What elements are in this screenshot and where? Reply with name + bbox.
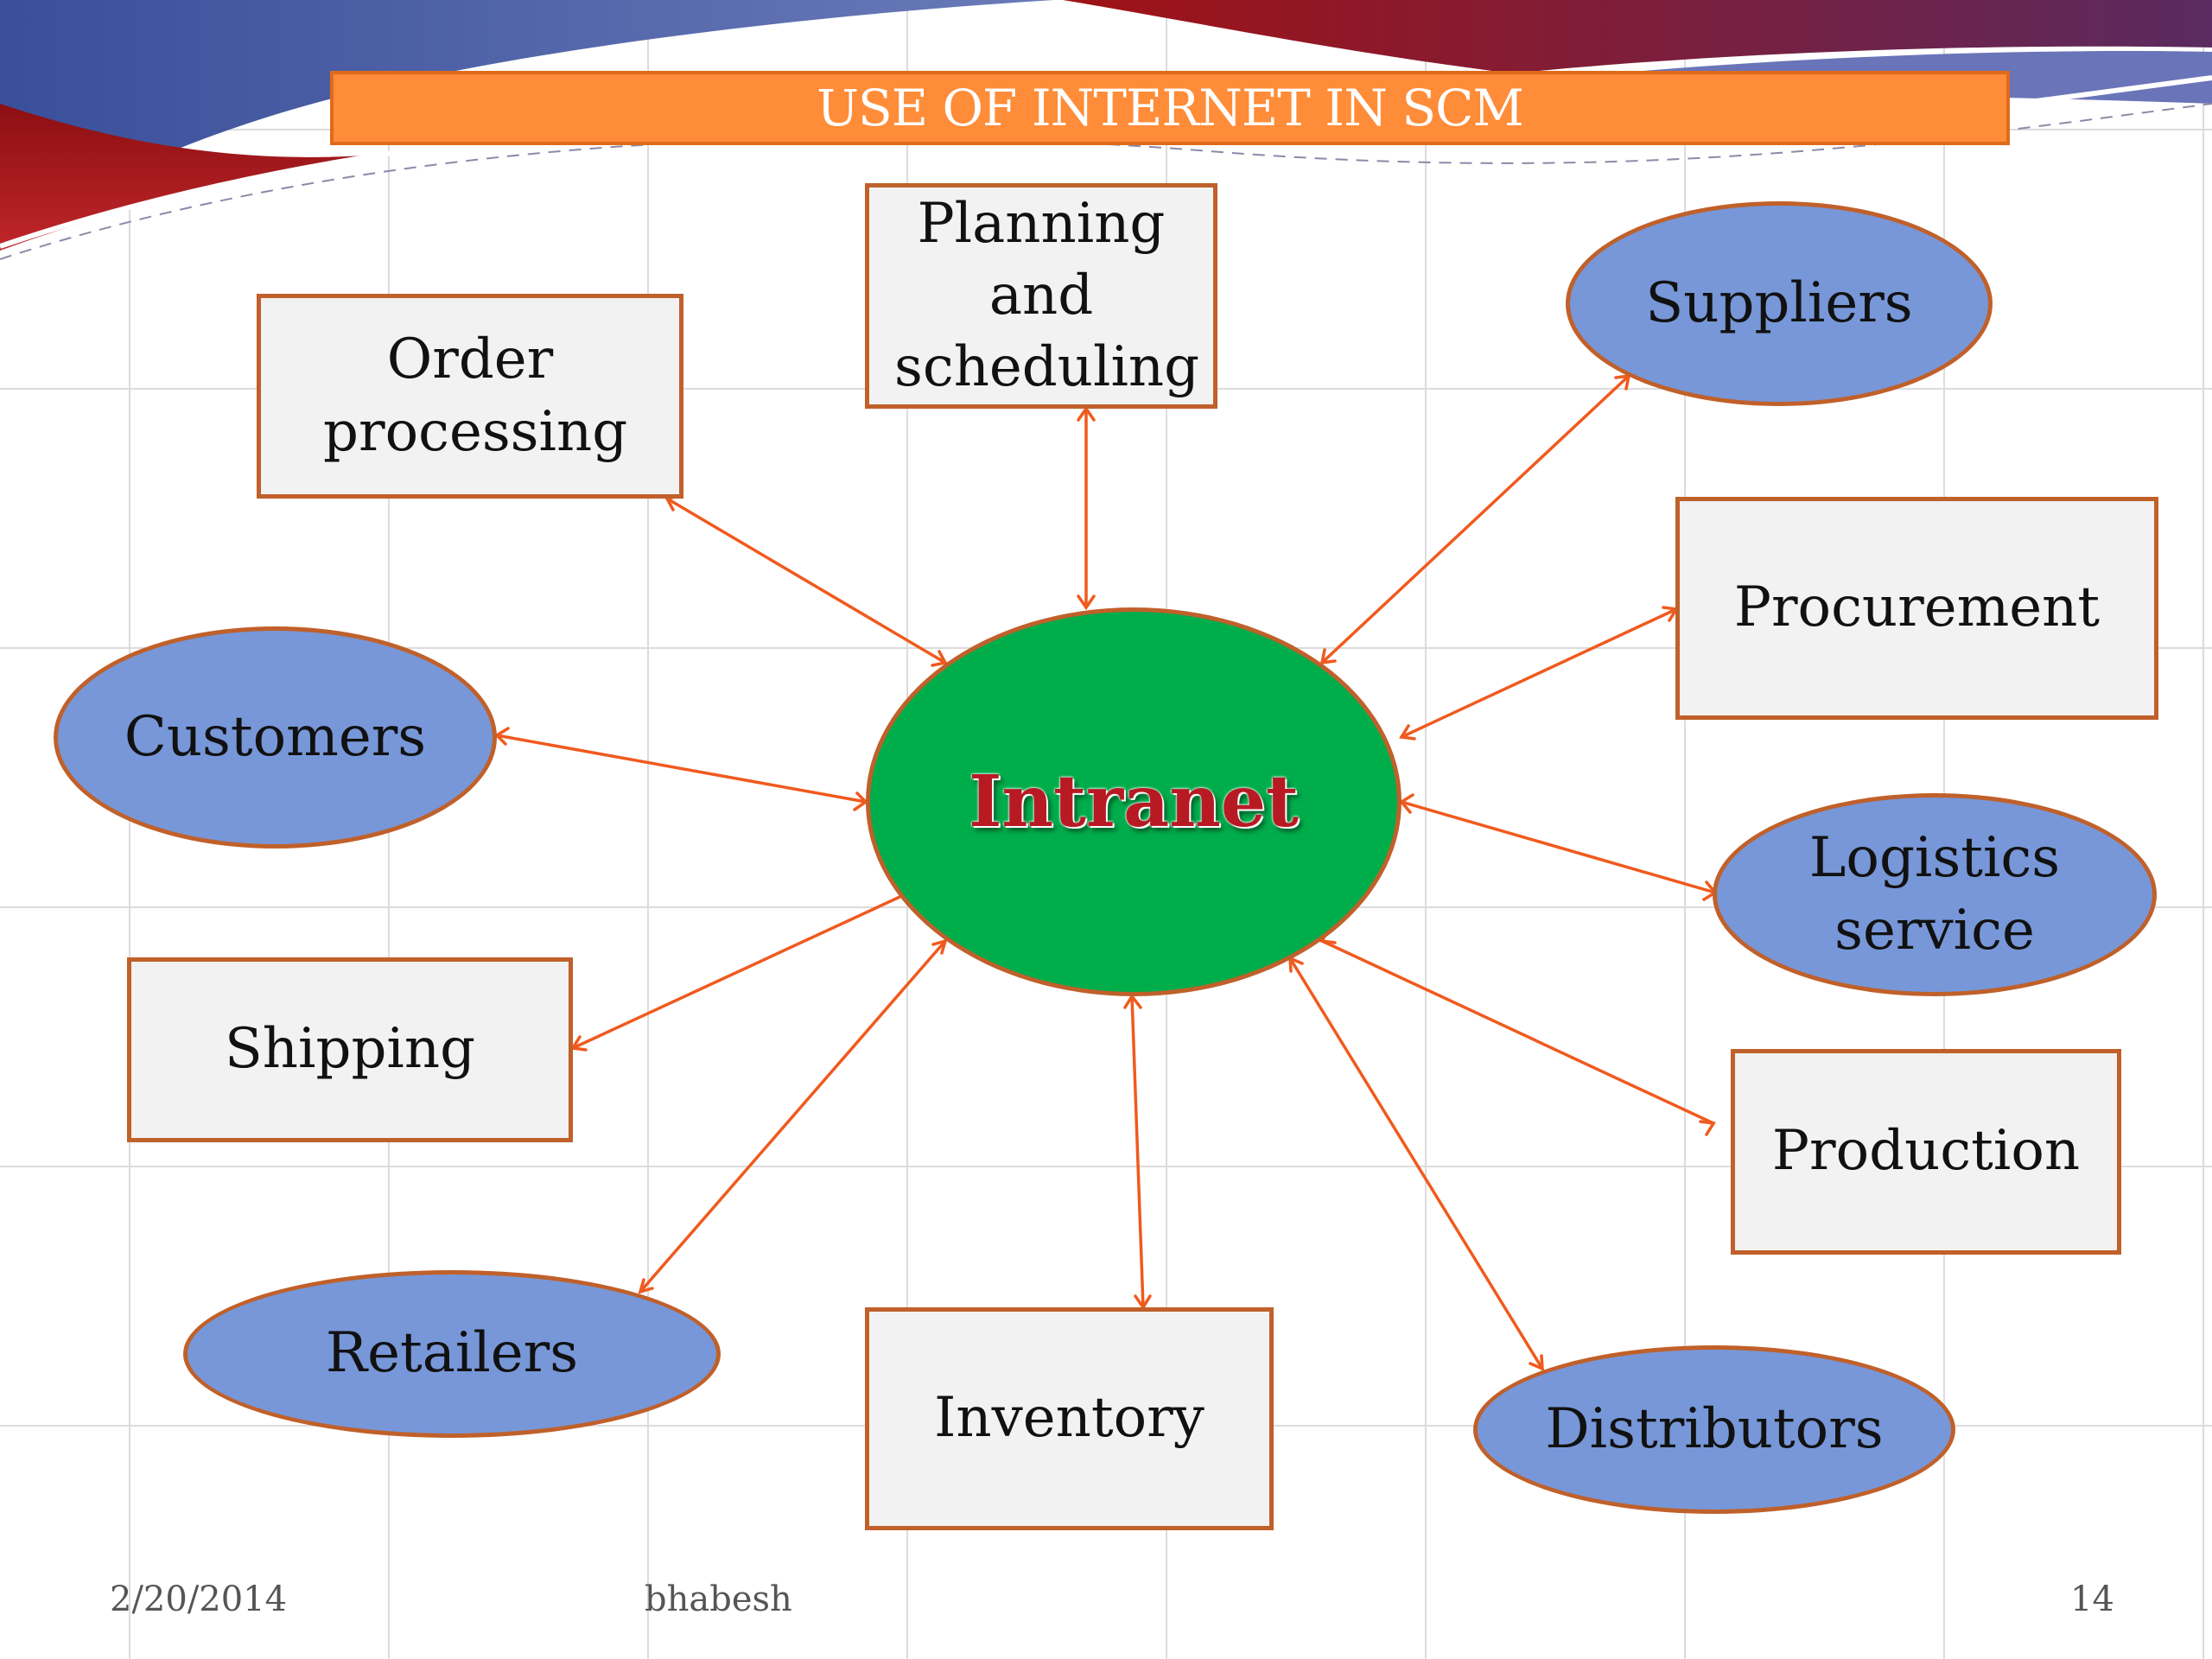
node-order-processing: Order processing <box>257 294 683 499</box>
hub-label: Intranet <box>969 760 1299 843</box>
slide-title: USE OF INTERNET IN SCM <box>330 71 2010 145</box>
arrow-retailers <box>638 938 948 1294</box>
hub-intranet: Intranet <box>866 607 1402 996</box>
arrow-order-processing <box>664 494 948 667</box>
node-order-processing-label: Order processing <box>323 327 628 464</box>
node-shipping-label: Shipping <box>224 1017 476 1082</box>
node-procurement: Procurement <box>1675 497 2158 720</box>
node-production-label: Production <box>1771 1119 2081 1184</box>
node-retailers: Retailers <box>183 1270 721 1438</box>
node-distributors-label: Distributors <box>1545 1396 1884 1461</box>
node-planning-scheduling-label: Planning and scheduling <box>894 191 1200 400</box>
arrow-logistics <box>1399 793 1718 901</box>
node-inventory: Inventory <box>865 1307 1274 1530</box>
node-logistics-service: Logistics service <box>1713 793 2157 996</box>
node-production: Production <box>1731 1049 2121 1255</box>
arrow-procurement <box>1399 606 1679 741</box>
arrow-shipping <box>570 885 921 1052</box>
node-logistics-service-label: Logistics service <box>1808 826 2061 963</box>
node-shipping: Shipping <box>127 957 573 1142</box>
arrow-distributors <box>1288 956 1544 1371</box>
footer-page-number: 14 <box>2070 1580 2114 1619</box>
node-planning-scheduling: Planning and scheduling <box>865 183 1217 409</box>
node-procurement-label: Procurement <box>1733 575 2101 640</box>
node-suppliers-label: Suppliers <box>1645 270 1913 335</box>
node-inventory-label: Inventory <box>934 1386 1205 1451</box>
node-suppliers: Suppliers <box>1566 201 1993 406</box>
node-customers: Customers <box>54 626 497 849</box>
node-distributors: Distributors <box>1473 1345 1955 1514</box>
node-retailers-label: Retailers <box>325 1321 579 1386</box>
arrow-customers <box>494 727 868 811</box>
footer-date: 2/20/2014 <box>110 1580 288 1619</box>
arrow-inventory <box>1123 993 1152 1311</box>
footer-author: bhabesh <box>645 1580 792 1619</box>
arrow-suppliers <box>1319 373 1631 665</box>
node-customers-label: Customers <box>124 704 427 769</box>
arrow-planning <box>1077 405 1096 611</box>
